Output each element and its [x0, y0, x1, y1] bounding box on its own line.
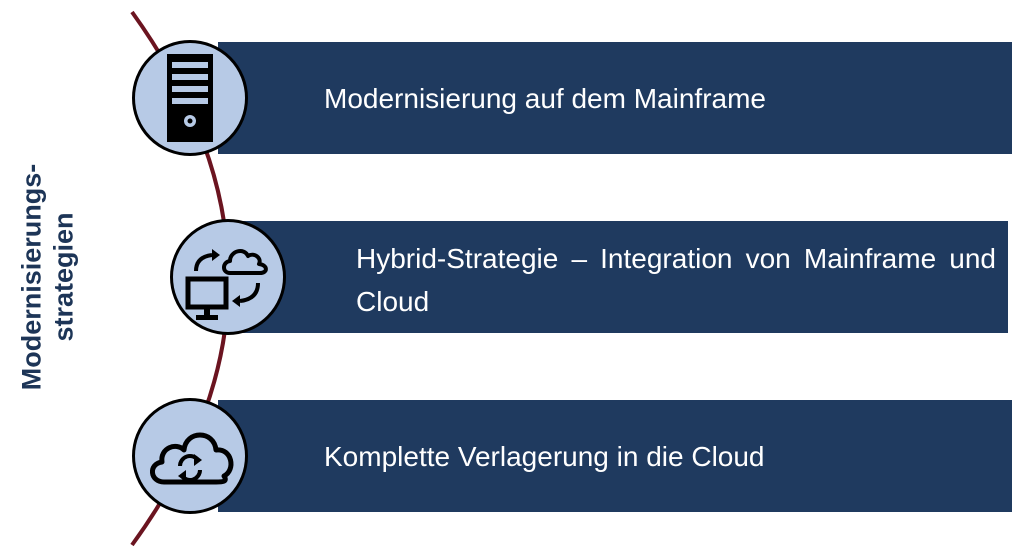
- strategy-bar-cloud: [218, 400, 1012, 512]
- server-tower-icon: [167, 54, 213, 142]
- strategy-label-cloud: Komplette Verlagerung in die Cloud: [324, 441, 765, 472]
- strategy-bar-hybrid: [232, 221, 1008, 333]
- side-title-line2: strategien: [49, 212, 79, 342]
- strategy-bar-mainframe: [218, 42, 1012, 154]
- hybrid-sync-icon: [185, 249, 268, 320]
- strategy-label-mainframe: Modernisierung auf dem Mainframe: [324, 83, 766, 114]
- strategy-label-hybrid: Hybrid-Strategie – Integration von Mainf…: [356, 243, 996, 318]
- cloud-sync-icon: [150, 432, 234, 485]
- side-title: Modernisierungs- strategien: [16, 117, 81, 437]
- strategy-circle-hybrid: [170, 219, 286, 335]
- side-title-line1: Modernisierungs-: [16, 163, 47, 391]
- strategy-circle-cloud: [132, 398, 248, 514]
- strategy-circle-mainframe: [132, 40, 248, 156]
